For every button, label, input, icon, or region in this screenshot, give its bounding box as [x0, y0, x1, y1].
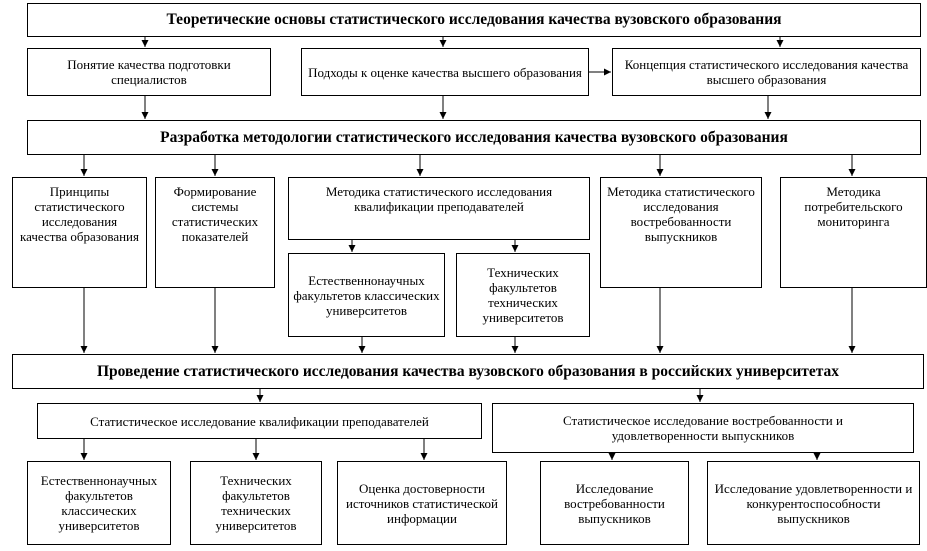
natural-faculties-box-2: Естественнонаучных факультетов классичес… [27, 461, 171, 545]
demand-research-box: Исследование востребованности выпускнико… [540, 461, 689, 545]
technical-faculties-box-2: Технических факультетов технических унив… [190, 461, 322, 545]
concept-stat-box: Концепция статистического исследования к… [612, 48, 921, 96]
top-title-box: Теоретические основы статистического исс… [27, 3, 921, 37]
methodology-title-box: Разработка методологии статистического и… [27, 120, 921, 155]
natural-faculties-box-1: Естественнонаучных факультетов классичес… [288, 253, 445, 337]
method-consumer-box: Методика потребительского мониторинга [780, 177, 927, 288]
method-demand-box: Методика статистического исследования во… [600, 177, 762, 288]
conduct-title-box: Проведение статистического исследования … [12, 354, 924, 389]
concept-quality-box: Понятие качества подготовки специалистов [27, 48, 271, 96]
technical-faculties-box-1: Технических факультетов технических унив… [456, 253, 590, 337]
indicators-box: Формирование системы статистических пока… [155, 177, 275, 288]
approaches-box: Подходы к оценке качества высшего образо… [301, 48, 589, 96]
satisfaction-research-box: Исследование удовлетворенности и конкуре… [707, 461, 920, 545]
principles-box: Принципы статистического исследования ка… [12, 177, 147, 288]
reliability-box: Оценка достоверности источников статисти… [337, 461, 507, 545]
method-teachers-box: Методика статистического исследования кв… [288, 177, 590, 240]
graduates-research-box: Статистическое исследование востребованн… [492, 403, 914, 453]
teachers-research-box: Статистическое исследование квалификации… [37, 403, 482, 439]
